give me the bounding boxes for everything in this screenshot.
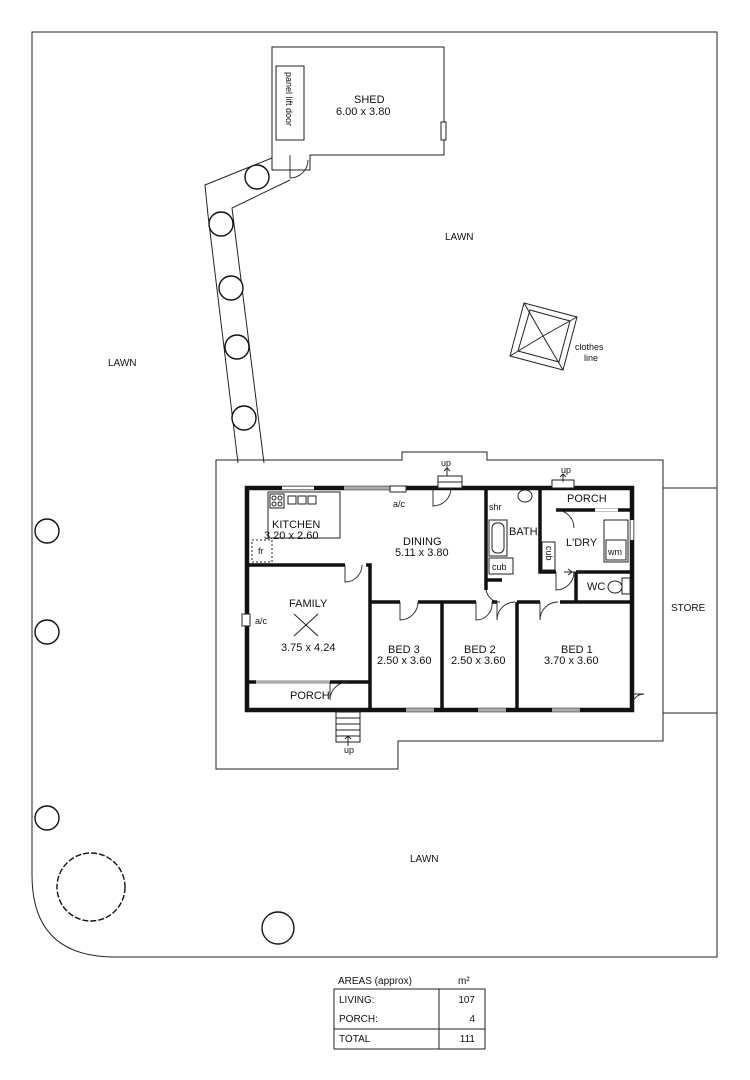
bed2-dims: 2.50 x 3.60 (451, 655, 505, 667)
areas-row-label: PORCH: (339, 1014, 378, 1025)
areas-title: AREAS (approx) (338, 976, 412, 987)
shed-label: SHED (354, 94, 385, 106)
paved-area (215, 451, 664, 770)
kitchen-fixtures (251, 491, 341, 563)
interior-walls (247, 488, 632, 710)
shrub (34, 619, 60, 645)
clothes-line-label: clothes (575, 342, 604, 352)
ac-unit (389, 485, 407, 493)
shrub (224, 334, 250, 360)
cupboard-label-2: cub (544, 546, 554, 561)
steps (335, 467, 575, 746)
rear-porch-label: PORCH (567, 493, 607, 505)
property-boundary (31, 31, 718, 958)
areas-row-value: 107 (458, 995, 475, 1006)
bed1-label: BED 1 (561, 644, 593, 656)
lawn-label-bottom: LAWN (410, 854, 439, 865)
ac-label: a/c (393, 499, 406, 509)
shrub (261, 911, 295, 945)
up-label: up (561, 465, 571, 475)
shrub (231, 405, 257, 431)
dining-label: DINING (403, 536, 442, 548)
ceiling-fan (293, 613, 319, 637)
clothes-line: clothes line (509, 302, 604, 371)
family-label: FAMILY (289, 598, 328, 610)
front-porch-label: PORCH (290, 690, 330, 702)
store: STORE (663, 487, 717, 714)
shrub (208, 211, 234, 237)
kitchen-dims: 3.20 x 2.60 (264, 530, 318, 542)
washing-machine-label: wm (607, 547, 622, 557)
ac-label-family: a/c (255, 616, 268, 626)
bed3-dims: 2.50 x 3.60 (377, 655, 431, 667)
areas-row-value: 111 (460, 1034, 476, 1045)
garden-path (204, 157, 291, 464)
ac-unit (241, 613, 251, 627)
tree (56, 852, 126, 922)
areas-row-label: LIVING: (339, 995, 375, 1006)
bath-fixtures (488, 489, 631, 595)
shrub (34, 518, 60, 544)
up-label: up (344, 745, 354, 755)
store-label: STORE (671, 603, 706, 614)
doors (329, 487, 645, 707)
shed: panel lift door SHED 6.00 x 3.80 (271, 46, 447, 179)
cupboard-label: cub (492, 562, 507, 572)
clothes-line-label-2: line (584, 353, 598, 363)
areas-row-value: 4 (469, 1014, 475, 1025)
bed1-dims: 3.70 x 3.60 (544, 655, 598, 667)
fridge-label: fr (258, 546, 264, 556)
bed3-label: BED 3 (388, 644, 420, 656)
dining-dims: 5.11 x 3.80 (395, 547, 449, 559)
bath-label: BATH (509, 526, 538, 538)
family-dims: 3.75 x 4.24 (281, 642, 335, 654)
shed-dims: 6.00 x 3.80 (336, 106, 390, 118)
lawn-label-top: LAWN (445, 232, 474, 243)
wc-label: WC (587, 581, 605, 593)
lawn-label-left: LAWN (108, 358, 137, 369)
shrub (34, 805, 60, 831)
kitchen-label: KITCHEN (272, 519, 320, 531)
bed2-label: BED 2 (464, 644, 496, 656)
up-label: up (441, 458, 451, 468)
shrub (244, 164, 270, 190)
shrub (218, 275, 244, 301)
shower-label: shr (489, 502, 502, 512)
windows (256, 486, 634, 712)
panel-lift-door (275, 65, 305, 141)
shed-door-label: panel lift door (284, 72, 294, 126)
areas-table: AREAS (approx) m² LIVING: 107 PORCH: 4 T… (333, 976, 486, 1050)
areas-row-label: TOTAL (339, 1034, 371, 1045)
shrubs (34, 164, 295, 945)
areas-unit: m² (458, 976, 470, 987)
laundry-label: L'DRY (566, 537, 598, 549)
